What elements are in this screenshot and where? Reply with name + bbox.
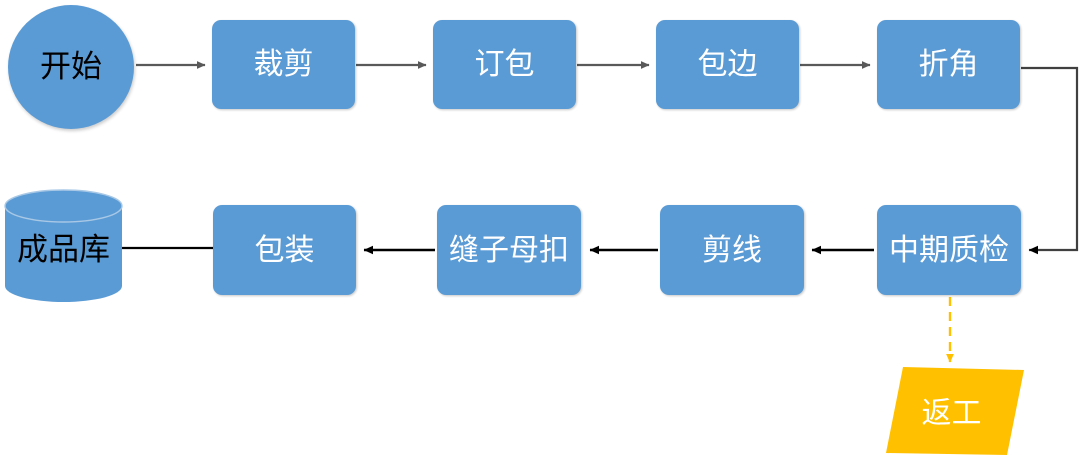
node-sew-snap-buttons-label: 缝子母扣 — [449, 232, 569, 268]
node-thread-trimming[interactable]: 剪线 — [660, 205, 804, 295]
node-rework[interactable]: 返工 — [885, 366, 1024, 455]
node-cutting-label: 裁剪 — [253, 47, 314, 82]
node-start-label: 开始 — [40, 48, 102, 85]
cylinder-shape — [4, 189, 123, 302]
node-sew-snap-buttons[interactable]: 缝子母扣 — [437, 205, 581, 295]
node-packaging[interactable]: 包装 — [213, 205, 356, 295]
parallelogram-shape — [886, 367, 1024, 455]
node-hemming[interactable]: 包边 — [656, 20, 799, 109]
node-hemming-label: 包边 — [697, 47, 758, 82]
node-bundling[interactable]: 订包 — [433, 20, 576, 109]
node-mid-quality-check-label: 中期质检 — [889, 232, 1009, 268]
node-corner-folding[interactable]: 折角 — [877, 20, 1020, 109]
node-thread-trimming-label: 剪线 — [702, 232, 762, 268]
node-bundling-label: 订包 — [474, 47, 535, 82]
node-cutting[interactable]: 裁剪 — [212, 20, 355, 109]
node-packaging-label: 包装 — [254, 232, 315, 268]
node-mid-quality-check[interactable]: 中期质检 — [877, 205, 1021, 295]
node-corner-folding-label: 折角 — [918, 47, 979, 82]
node-start[interactable]: 开始 — [8, 5, 134, 129]
edge-corner-to-qc — [1021, 66, 1079, 255]
node-finished-goods-store[interactable]: 成品库 — [4, 189, 123, 302]
